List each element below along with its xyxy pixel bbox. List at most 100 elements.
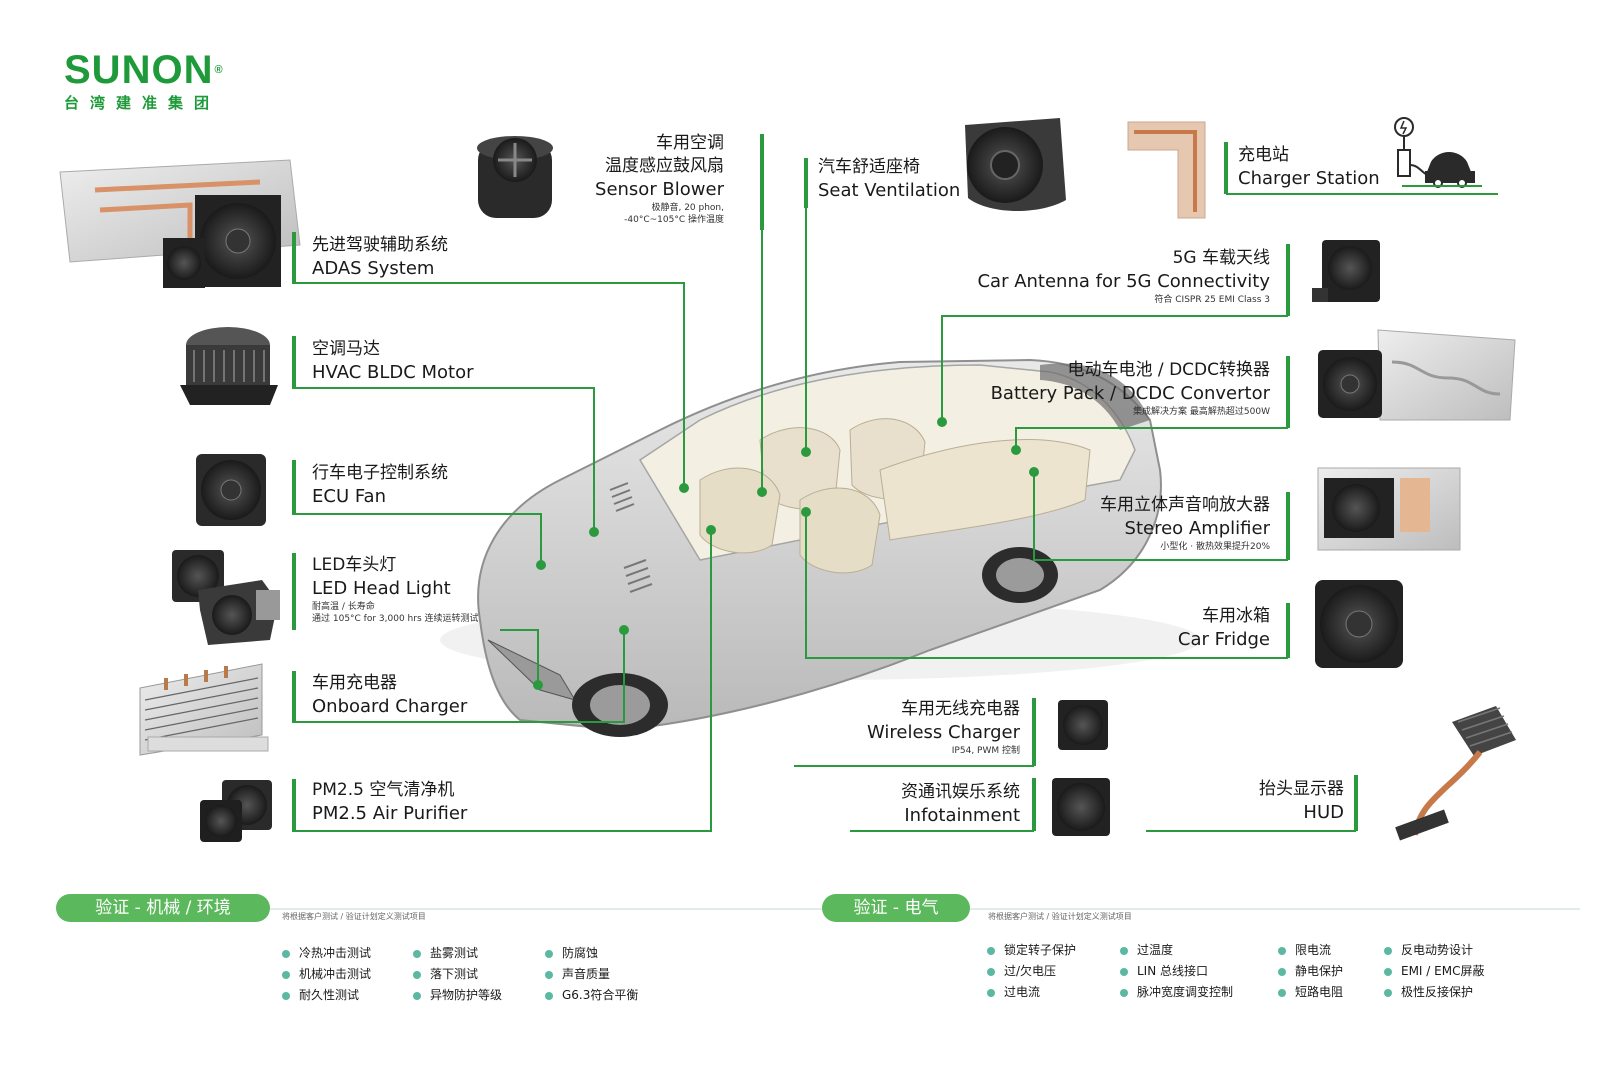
validation-item: 异物防护等级	[413, 985, 502, 1006]
label-accent-bars	[292, 134, 1358, 831]
label-en: Charger Station	[1238, 168, 1380, 189]
validation-item: 过电流	[987, 982, 1076, 1003]
label-zh: PM2.5 空气清净机	[312, 780, 455, 800]
validation-item: 声音质量	[545, 964, 638, 985]
label-en: Stereo Amplifier	[1124, 518, 1270, 539]
label-zh: 电动车电池 / DCDC转换器	[1067, 360, 1270, 380]
label-charger-station: 充电站 Charger Station	[1238, 144, 1380, 191]
label-en: PM2.5 Air Purifier	[312, 803, 468, 824]
logo-wordmark: SUNON	[64, 48, 214, 92]
validation-item: 锁定转子保护	[987, 940, 1076, 961]
connection-dots	[533, 417, 1039, 690]
validation-item: LIN 总线接口	[1120, 961, 1233, 982]
label-en: ECU Fan	[312, 486, 386, 507]
label-stereo-amplifier: 车用立体声音响放大器 Stereo Amplifier 小型化 · 散热效果提升…	[1100, 494, 1270, 553]
label-zh: 车用空调	[656, 133, 724, 153]
label-zh: 行车电子控制系统	[312, 463, 448, 483]
label-zh: 汽车舒适座椅	[818, 157, 920, 177]
label-zh: 资通讯娱乐系统	[901, 782, 1020, 802]
validation-item: 限电流	[1278, 940, 1343, 961]
validation-item: 短路电阻	[1278, 982, 1343, 1003]
label-en: HVAC BLDC Motor	[312, 362, 474, 383]
validation-electrical-column: 过温度 LIN 总线接口 脉冲宽度调变控制	[1120, 940, 1233, 1003]
label-en: ADAS System	[312, 258, 435, 279]
label-zh: 车用无线充电器	[901, 699, 1020, 719]
label-zh: 车用立体声音响放大器	[1100, 495, 1270, 515]
label-en: Sensor Blower	[595, 179, 724, 200]
validation-item: 盐雾测试	[413, 943, 502, 964]
label-sensor-blower: 车用空调 温度感应鼓风扇 Sensor Blower 极静音, 20 phon,…	[595, 132, 724, 226]
label-zh: 抬头显示器	[1259, 779, 1344, 799]
label-en: Infotainment	[904, 805, 1020, 826]
headlight-fan-icon	[172, 550, 280, 645]
label-en: HUD	[1303, 802, 1344, 823]
label-wireless-charger: 车用无线充电器 Wireless Charger IP54, PWM 控制	[867, 698, 1020, 757]
label-pm25: PM2.5 空气清净机 PM2.5 Air Purifier	[312, 779, 467, 826]
label-ecu-fan: 行车电子控制系统 ECU Fan	[312, 462, 448, 509]
label-note: IP54, PWM 控制	[951, 746, 1020, 756]
label-battery-pack: 电动车电池 / DCDC转换器 Battery Pack / DCDC Conv…	[991, 359, 1270, 418]
label-zh: 温度感应鼓风扇	[605, 156, 724, 176]
validation-item: 落下测试	[413, 964, 502, 985]
label-zh: 先进驾驶辅助系统	[312, 235, 448, 255]
label-adas: 先进驾驶辅助系统 ADAS System	[312, 234, 448, 281]
label-zh: 车用充电器	[312, 673, 397, 693]
label-en: Wireless Charger	[866, 722, 1020, 743]
validation-item: 极性反接保护	[1384, 982, 1484, 1003]
validation-item: 反电动势设计	[1384, 940, 1484, 961]
label-note: 耐高温 / 长寿命	[312, 602, 375, 612]
sunon-logo: SUNON® 台湾建准集团	[64, 50, 224, 113]
validation-item: EMI / EMC屏蔽	[1384, 961, 1484, 982]
label-zh: 车用冰箱	[1202, 606, 1270, 626]
validation-item: 冷热冲击测试	[282, 943, 371, 964]
label-en: Seat Ventilation	[818, 180, 961, 201]
label-note: -40°C~105°C 操作温度	[624, 215, 724, 225]
heat-pipe-icon	[1395, 706, 1516, 841]
label-zh: LED车头灯	[312, 555, 397, 575]
validation-electrical-column: 锁定转子保护 过/欠电压 过电流	[987, 940, 1076, 1003]
validation-electrical-title: 验证 - 电气	[822, 894, 970, 922]
validation-item: 过/欠电压	[987, 961, 1076, 982]
validation-mechanical-note: 将根据客户测试 / 验证计划定义测试项目	[282, 912, 426, 921]
heat-pipe-l-icon	[1127, 121, 1206, 219]
battery-fan-icon	[1318, 329, 1516, 421]
validation-item: 防腐蚀	[545, 943, 638, 964]
axial-fan-icon	[1315, 580, 1403, 668]
label-en: Car Antenna for 5G Connectivity	[977, 271, 1270, 292]
label-note: 极静音, 20 phon,	[651, 203, 724, 213]
validation-mechanical-column: 冷热冲击测试 机械冲击测试 耐久性测试	[282, 943, 371, 1006]
dual-fan-icon	[200, 780, 272, 842]
validation-item: 机械冲击测试	[282, 964, 371, 985]
label-seat-ventilation: 汽车舒适座椅 Seat Ventilation	[818, 156, 960, 203]
label-note: 符合 CISPR 25 EMI Class 3	[1154, 295, 1270, 305]
small-fan-icon	[1058, 700, 1108, 750]
axial-fan-module-icon	[59, 159, 301, 288]
label-zh: 空调马达	[312, 339, 380, 359]
validation-item: 过温度	[1120, 940, 1233, 961]
validation-electrical-column: 限电流 静电保护 短路电阻	[1278, 940, 1343, 1003]
validation-mechanical-column: 防腐蚀 声音质量 G6.3符合平衡	[545, 943, 638, 1006]
label-note: 通过 105°C for 3,000 hrs 连续运转测试	[312, 614, 479, 624]
blower-icon	[1312, 240, 1380, 302]
label-hvac: 空调马达 HVAC BLDC Motor	[312, 338, 474, 385]
label-en: Onboard Charger	[312, 696, 468, 717]
sensor-blower-fan-icon	[477, 136, 553, 218]
registered-mark: ®	[214, 64, 224, 76]
centrifugal-motor-icon	[180, 327, 278, 405]
label-hud: 抬头显示器 HUD	[1259, 778, 1344, 825]
validation-item: 脉冲宽度调变控制	[1120, 982, 1233, 1003]
validation-electrical-note: 将根据客户测试 / 验证计划定义测试项目	[988, 912, 1132, 921]
label-car-fridge: 车用冰箱 Car Fridge	[1178, 605, 1270, 652]
label-note: 小型化 · 散热效果提升20%	[1160, 542, 1270, 552]
label-en: Battery Pack / DCDC Convertor	[990, 383, 1270, 404]
label-antenna-5g: 5G 车载天线 Car Antenna for 5G Connectivity …	[977, 247, 1270, 306]
validation-electrical-column: 反电动势设计 EMI / EMC屏蔽 极性反接保护	[1384, 940, 1484, 1003]
heatsink-icon	[139, 663, 269, 756]
label-en: Car Fridge	[1177, 629, 1270, 650]
label-en: LED Head Light	[312, 578, 451, 599]
small-fan-icon	[1052, 778, 1110, 836]
logo-subtitle: 台湾建准集团	[64, 94, 221, 112]
blower-fan-icon	[965, 118, 1066, 212]
